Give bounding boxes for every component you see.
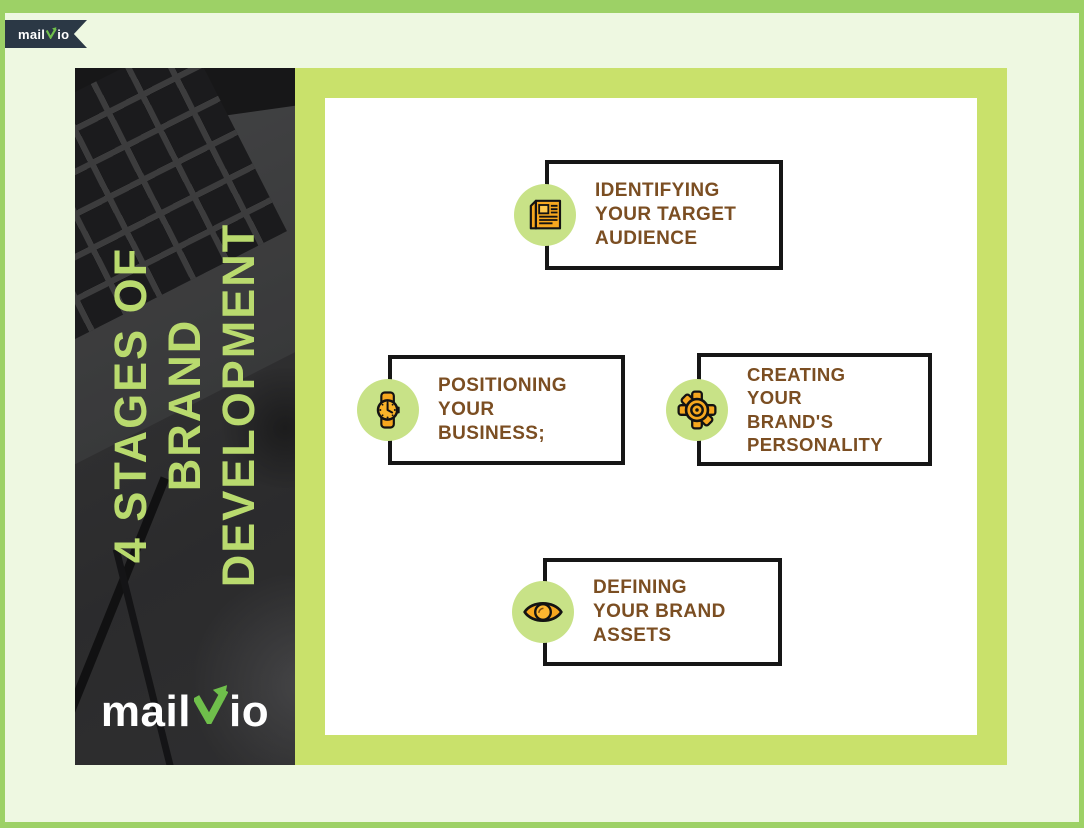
logo-text-prefix: mail xyxy=(100,687,191,736)
badge-brand-prefix: mail xyxy=(18,26,46,42)
stage-label: POSITIONING YOUR BUSINESS; xyxy=(438,374,567,445)
stage-box-brand-assets: DEFINING YOUR BRAND ASSETS xyxy=(512,558,782,666)
mailvio-arrow-icon xyxy=(191,684,229,737)
gear-icon xyxy=(666,378,728,441)
stage-box-identifying-audience: IDENTIFYING YOUR TARGET AUDIENCE xyxy=(514,160,783,270)
stage-label: DEFINING YOUR BRAND ASSETS xyxy=(593,576,726,647)
page-background: mail io 4 STAGES OF BRAND DEVELOPMENT ma… xyxy=(5,13,1079,822)
infographic-card: 4 STAGES OF BRAND DEVELOPMENT mail io xyxy=(75,68,1007,765)
stages-panel: IDENTIFYING YOUR TARGET AUDIENCE xyxy=(325,98,977,735)
mailvio-corner-badge: mail io xyxy=(5,20,87,48)
sidebar-photo-panel: 4 STAGES OF BRAND DEVELOPMENT mail io xyxy=(75,68,295,765)
stage-box-positioning-business: POSITIONING YOUR BUSINESS; xyxy=(357,355,625,465)
marble-decoration xyxy=(185,575,295,765)
stage-label: CREATING YOUR BRAND'S PERSONALITY xyxy=(747,364,883,455)
mailvio-logo: mail io xyxy=(75,684,295,737)
logo-text-suffix: io xyxy=(228,687,270,736)
stage-label: IDENTIFYING YOUR TARGET AUDIENCE xyxy=(595,179,737,250)
watch-icon xyxy=(357,379,419,441)
dark-overlay xyxy=(75,68,295,765)
eye-icon xyxy=(512,581,574,643)
stage-box-brand-personality: CREATING YOUR BRAND'S PERSONALITY xyxy=(666,353,932,466)
stages-card: IDENTIFYING YOUR TARGET AUDIENCE xyxy=(295,68,1007,765)
mailvio-arrow-icon xyxy=(45,26,57,42)
badge-brand-suffix: io xyxy=(57,26,70,42)
page-title: 4 STAGES OF BRAND DEVELOPMENT xyxy=(105,222,264,588)
newspaper-icon xyxy=(514,184,576,246)
